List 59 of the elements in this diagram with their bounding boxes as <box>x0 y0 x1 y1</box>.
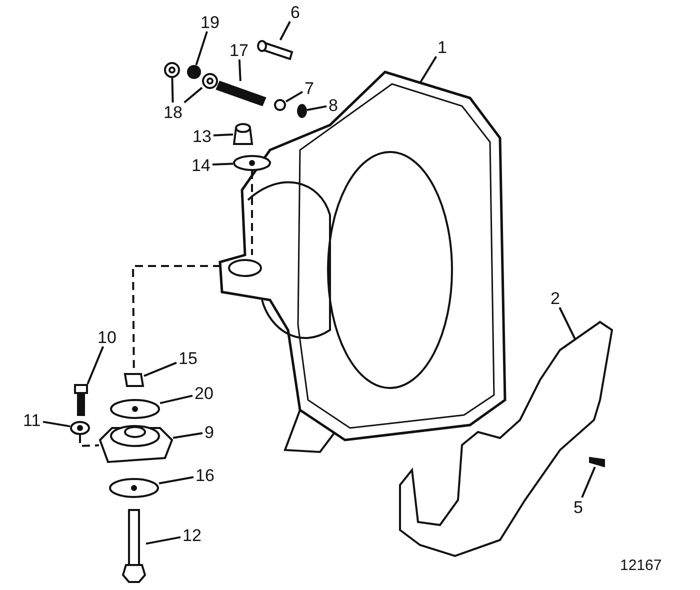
nut-drawing <box>274 99 286 111</box>
washer-drawing <box>70 421 90 435</box>
callout-number: 9 <box>204 424 215 440</box>
callout-number: 11 <box>22 412 42 428</box>
leader-line <box>306 105 327 111</box>
screw-drawing <box>589 456 605 468</box>
leader-line <box>213 134 234 136</box>
nut-drawing <box>232 123 254 145</box>
nut-drawing <box>164 62 180 78</box>
stud-drawing <box>216 80 266 106</box>
leader-line <box>146 536 181 545</box>
callout-number: 15 <box>178 350 198 366</box>
callout-number: 6 <box>290 4 301 20</box>
leader-line <box>158 476 194 484</box>
washer-drawing <box>233 155 271 171</box>
bolt-drawing <box>257 40 294 60</box>
bolt-drawing <box>74 384 88 416</box>
washer-drawing <box>109 478 159 498</box>
figure-number: 12167 <box>620 558 662 573</box>
callout-number: 19 <box>200 14 220 30</box>
leader-line <box>195 31 208 66</box>
callout-number: 10 <box>96 328 118 346</box>
leader-line <box>160 394 193 404</box>
callout-number: 2 <box>550 290 561 306</box>
callout-number: 8 <box>328 96 339 114</box>
leader-line <box>558 307 576 340</box>
leader-line <box>86 346 104 384</box>
leader-line <box>286 90 303 102</box>
callout-number: 16 <box>194 466 216 484</box>
leader-line <box>184 86 203 104</box>
callout-number: 12 <box>182 526 202 544</box>
engine-mount-drawing <box>98 425 174 464</box>
assembly-line <box>79 435 100 448</box>
leader-line <box>581 466 596 498</box>
leader-line <box>42 420 70 428</box>
leader-line <box>212 162 234 166</box>
bellhousing-drawing <box>218 70 506 454</box>
leader-line <box>238 59 242 82</box>
callout-number: 5 <box>572 498 584 516</box>
gasket-drawing <box>399 320 614 558</box>
callout-number: 13 <box>192 128 212 144</box>
bolt-drawing <box>122 509 146 583</box>
nut-drawing <box>187 65 201 79</box>
assembly-line <box>251 171 253 255</box>
leader-line <box>171 78 174 103</box>
callout-number: 20 <box>194 384 214 402</box>
callout-number: 1 <box>436 38 448 56</box>
leader-line <box>144 362 177 377</box>
leader-line <box>419 56 438 84</box>
callout-number: 17 <box>228 42 250 58</box>
callout-number: 18 <box>162 104 184 120</box>
leader-line <box>172 432 203 439</box>
washer-drawing <box>202 73 218 89</box>
nut-drawing <box>124 373 144 387</box>
washer-drawing <box>297 104 307 118</box>
callout-number: 14 <box>190 156 212 174</box>
washer-drawing <box>110 399 160 419</box>
leader-line <box>279 21 291 40</box>
callout-number: 7 <box>304 80 315 96</box>
